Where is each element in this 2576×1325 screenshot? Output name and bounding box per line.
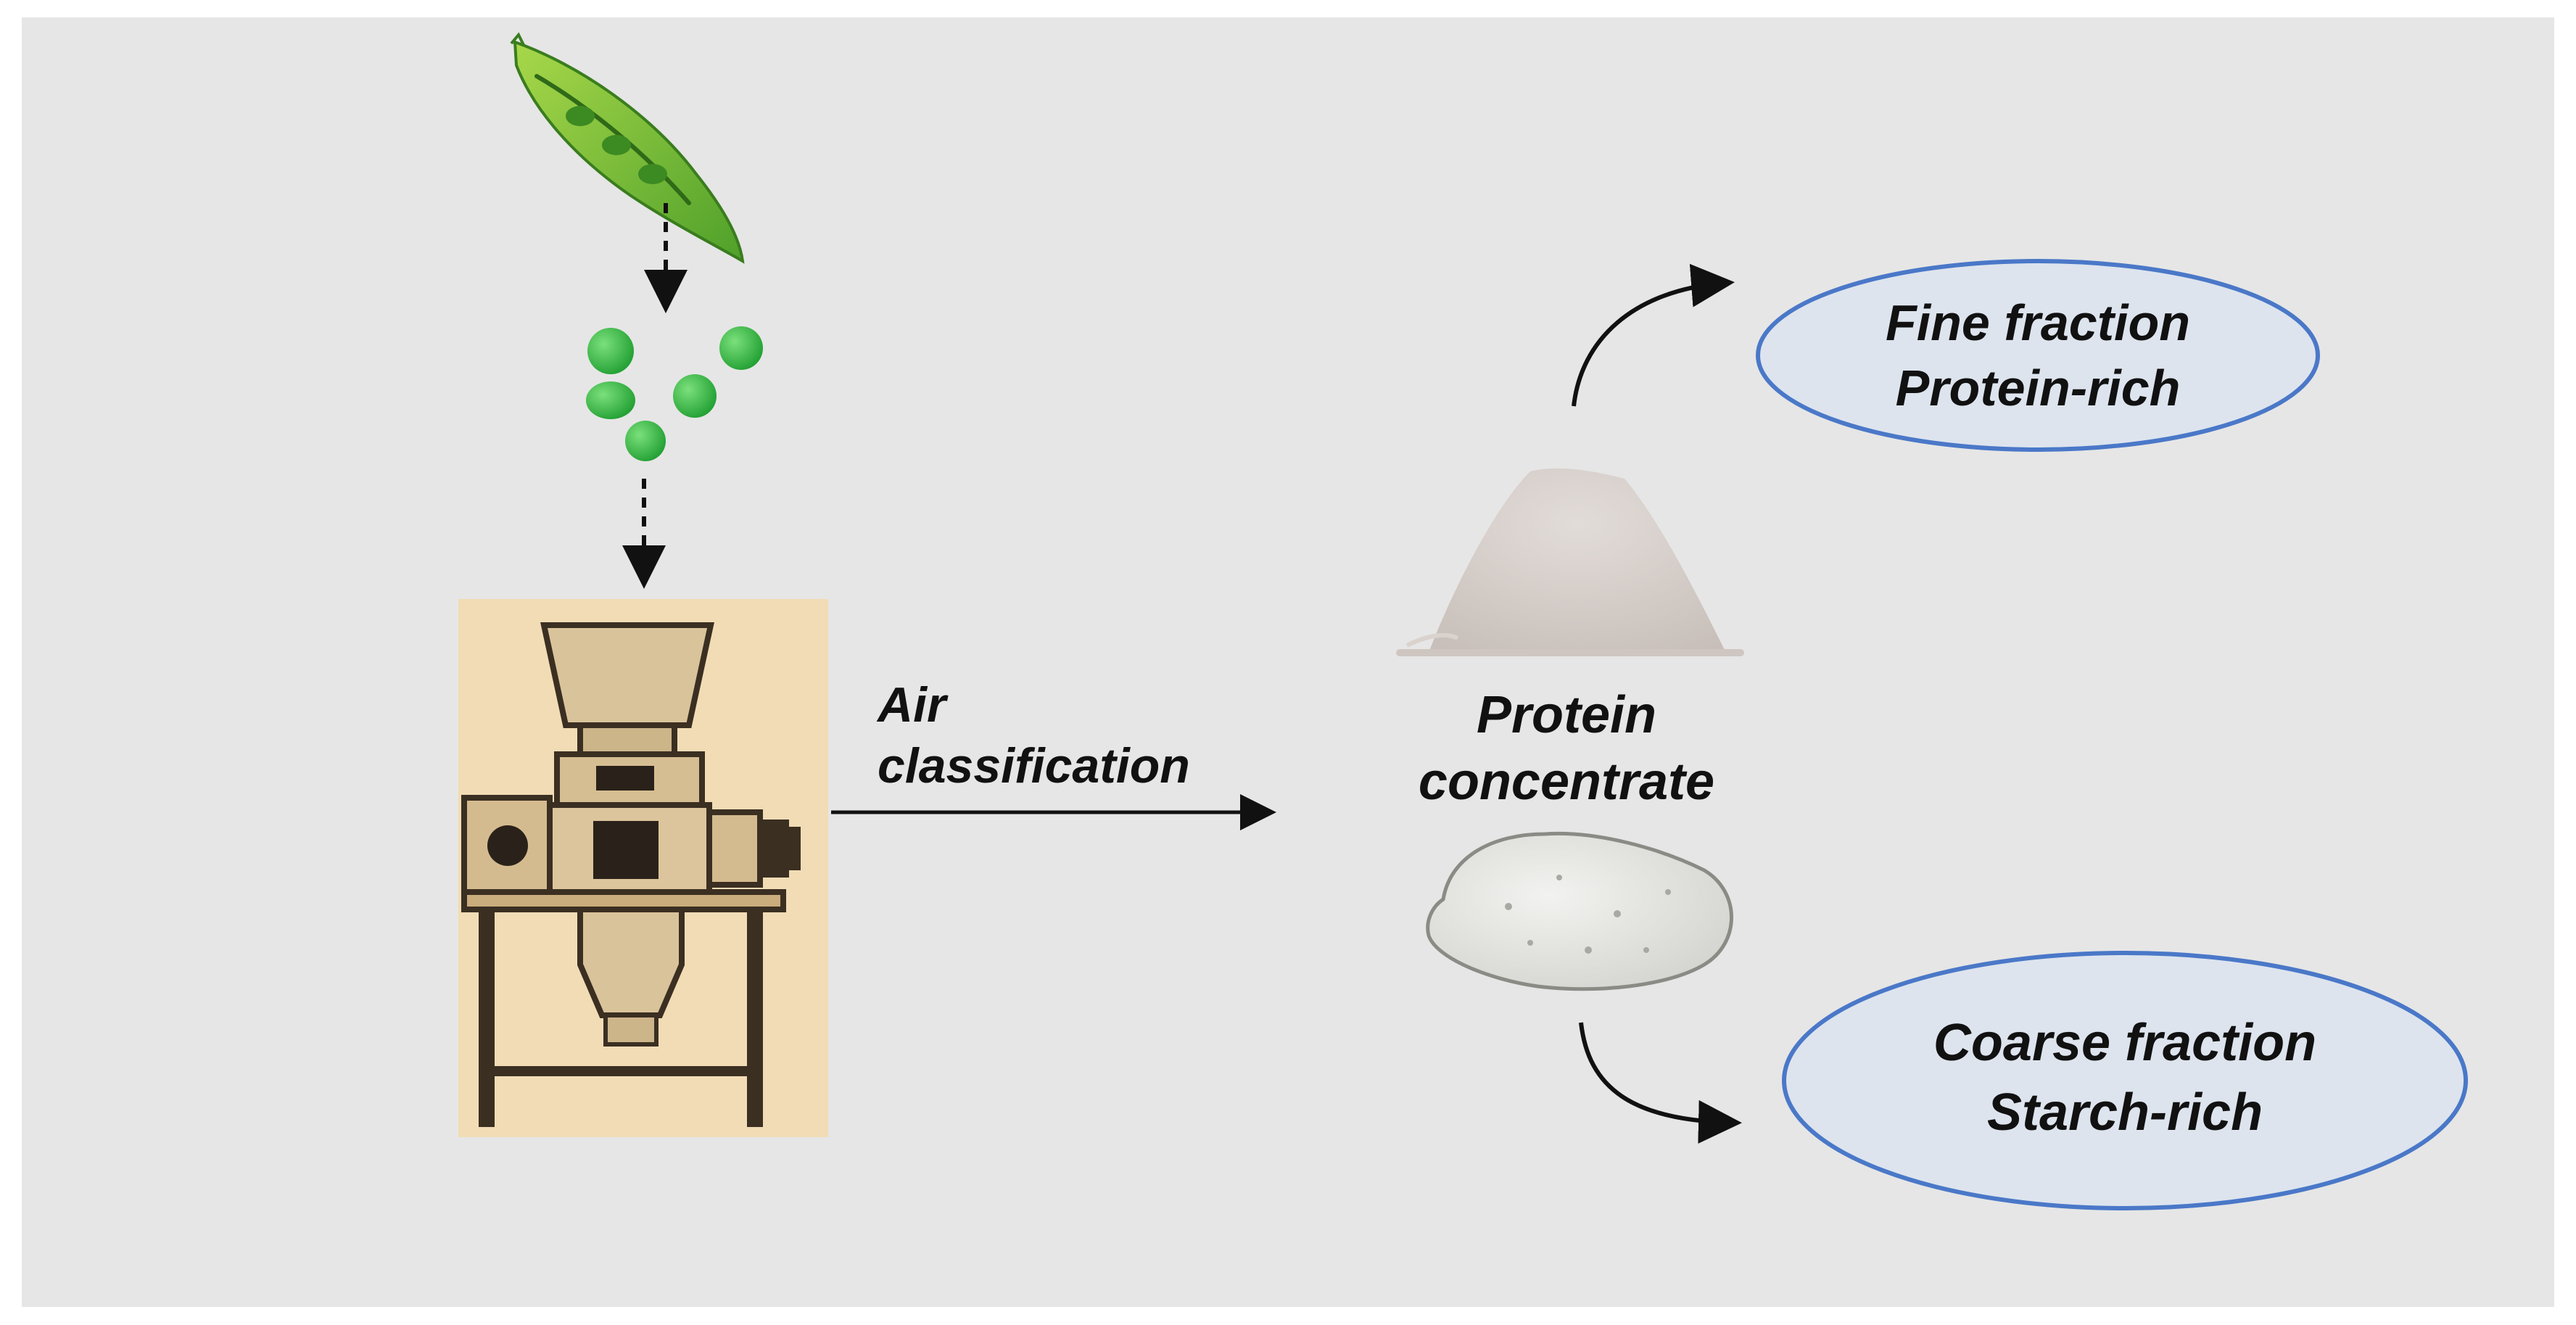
coarse-fraction-text: Coarse fraction Starch-rich bbox=[1784, 1008, 2466, 1147]
pea-icon bbox=[719, 326, 763, 370]
air-label-line1: Air bbox=[878, 677, 946, 732]
pea-icon bbox=[587, 328, 634, 374]
fine-fraction-line2: Protein-rich bbox=[1895, 360, 2181, 416]
flour-heap-icon bbox=[1426, 831, 1733, 991]
coarse-fraction-ellipse bbox=[1782, 951, 2468, 1210]
powder-pile-icon bbox=[1396, 468, 1744, 656]
fine-fraction-ellipse bbox=[1756, 259, 2320, 452]
fine-fraction-text: Fine fraction Protein-rich bbox=[1762, 290, 2313, 421]
to-coarse-fraction-arrow bbox=[1579, 1022, 1742, 1144]
pea-icon bbox=[673, 374, 717, 418]
pea-icon bbox=[625, 421, 666, 461]
pea-icon bbox=[586, 381, 635, 419]
air-classification-label: Air classification bbox=[878, 674, 1190, 796]
fine-fraction-line1: Fine fraction bbox=[1885, 294, 2191, 351]
to-fine-fraction-arrow bbox=[1572, 263, 1735, 407]
air-label-line2: classification bbox=[878, 738, 1190, 793]
peas-group bbox=[586, 326, 763, 461]
protein-label-line2: concentrate bbox=[1418, 753, 1715, 811]
protein-concentrate-label: Protein concentrate bbox=[1363, 682, 1770, 815]
coarse-fraction-line2: Starch-rich bbox=[1986, 1083, 2263, 1142]
protein-label-line1: Protein bbox=[1476, 686, 1657, 744]
mill-machine-icon bbox=[458, 599, 828, 1137]
coarse-fraction-line1: Coarse fraction bbox=[1933, 1014, 2317, 1072]
pea-pod-icon bbox=[510, 32, 745, 264]
